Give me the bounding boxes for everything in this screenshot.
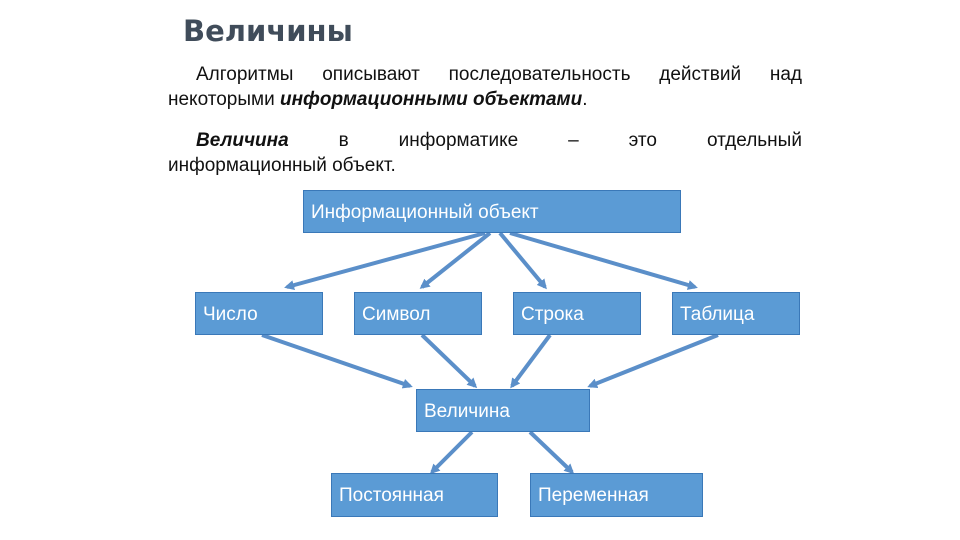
intro-paragraph: Алгоритмы описывают последовательность д… — [168, 62, 802, 112]
intro-line-2: некоторыми информационными объектами. — [168, 89, 588, 110]
velichina-box: Величина — [416, 389, 590, 432]
type-box-simvol: Символ — [354, 292, 482, 335]
definition-paragraph: Величина в информатике – это отдельный и… — [168, 128, 802, 178]
term-velichina: Величина — [196, 130, 289, 151]
type-box-chislo: Число — [195, 292, 323, 335]
kind-box-postoyannaya: Постоянная — [331, 473, 498, 517]
slide-title: Величины — [183, 14, 353, 48]
arrow-to-chislo — [284, 231, 486, 290]
type-box-tablitsa: Таблица — [672, 292, 800, 335]
type-box-stroka: Строка — [513, 292, 641, 335]
emphasis-info-objects: информационными объектами — [279, 89, 583, 110]
info-object-box: Информационный объект — [303, 190, 681, 233]
arrow-to-postoyannaya — [429, 430, 474, 475]
arrow-simvol-to-velichina — [420, 333, 478, 389]
definition-line-1: Величина в информатике – это отдельный — [196, 130, 802, 151]
arrow-to-peremennaya — [528, 430, 575, 475]
arrow-to-tablitsa — [509, 231, 698, 290]
arrow-chislo-to-velichina — [261, 333, 413, 389]
definition-line-2: информационный объект. — [168, 155, 396, 176]
arrow-to-stroka — [498, 231, 547, 290]
arrow-to-simvol — [419, 231, 492, 289]
arrow-tablitsa-to-velichina — [587, 333, 719, 389]
kind-box-peremennaya: Переменная — [530, 473, 703, 517]
intro-line-1: Алгоритмы описывают последовательность д… — [196, 64, 802, 85]
arrow-stroka-to-velichina — [510, 333, 552, 389]
